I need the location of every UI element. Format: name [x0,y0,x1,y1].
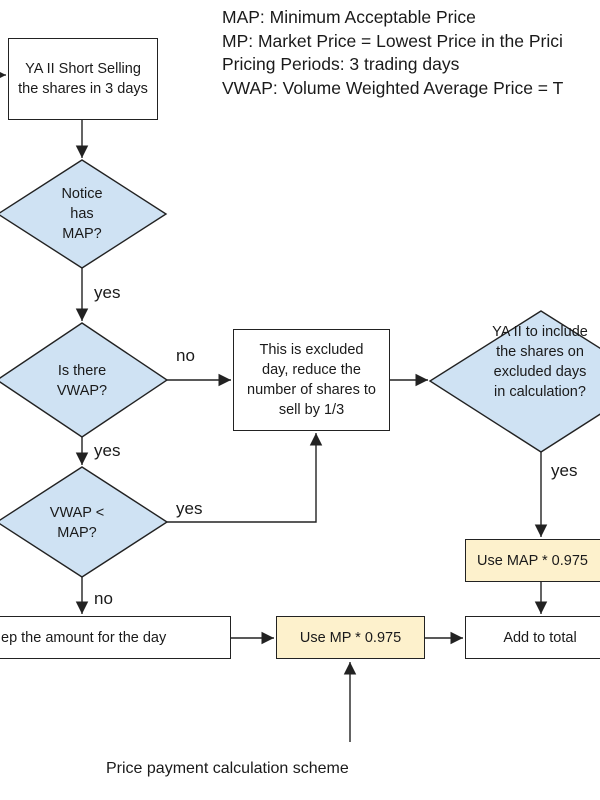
node-vwap-less-map-label: VWAP < MAP? [49,505,105,541]
label-vwap-yes: yes [94,441,121,460]
node-keep-amount-label: ep the amount for the day [1,629,167,646]
legend-pricing-periods: Pricing Periods: 3 trading days [222,54,460,74]
node-use-map: Use MAP * 0.975 [465,539,600,582]
label-notice-yes: yes [94,283,121,302]
node-use-map-label: Use MAP * 0.975 [477,552,588,569]
node-use-mp-label: Use MP * 0.975 [299,629,402,646]
label-include-yes: yes [551,461,578,480]
label-vwap-no: no [176,346,195,365]
edge-less-yes [167,433,323,523]
diagram-caption: Price payment calculation scheme [106,760,349,777]
node-add-total-label: Add to total [503,629,577,646]
legend-vwap: VWAP: Volume Weighted Average Price = T [222,77,564,98]
legend-mp: MP: Market Price = Lowest Price in the P… [222,30,563,51]
node-ya-include-label: YA II to include the shares on excluded … [492,324,588,400]
node-keep-amount: ep the amount for the day [0,616,231,659]
node-add-total: Add to total [465,616,600,659]
node-notice-map-label: Notice has MAP? [61,186,103,242]
node-is-vwap-label: Is there VWAP? [56,363,108,399]
legend-map: MAP: Minimum Acceptable Price [222,7,476,27]
definitions-legend: MAP: Minimum Acceptable Price MP: Market… [222,6,563,100]
node-excluded-day: This is excluded day, reduce the number … [233,329,390,431]
label-less-yes: yes [176,499,203,518]
node-excluded-day-label: This is excluded day, reduce the number … [247,342,376,418]
node-start: YA II Short Selling the shares in 3 days [8,38,158,120]
label-less-no: no [94,589,113,608]
node-use-mp: Use MP * 0.975 [276,616,425,659]
node-start-label: YA II Short Selling the shares in 3 days [18,61,148,97]
